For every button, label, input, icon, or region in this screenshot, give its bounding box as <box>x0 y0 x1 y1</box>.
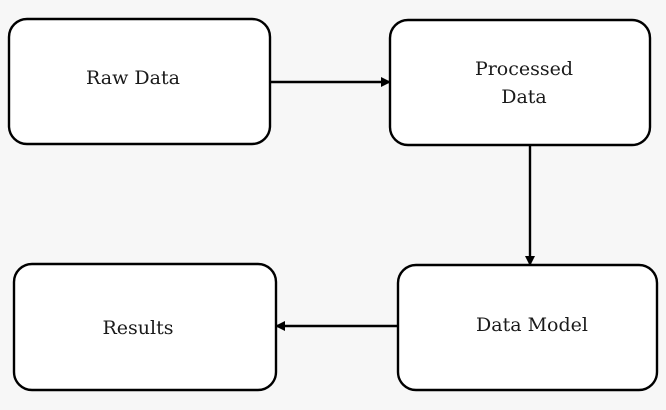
node-results: Results <box>12 262 278 392</box>
node-raw-data: Raw Data <box>7 17 272 146</box>
node-processed-data-label-line2: Data <box>501 86 547 108</box>
node-processed-data-box <box>388 18 652 147</box>
node-results-label: Results <box>103 317 174 339</box>
node-processed-data: Processed Data <box>388 18 652 147</box>
node-data-model: Data Model <box>396 263 659 392</box>
node-raw-data-label: Raw Data <box>86 67 180 89</box>
node-data-model-label: Data Model <box>476 314 588 336</box>
node-processed-data-label-line1: Processed <box>475 58 573 80</box>
